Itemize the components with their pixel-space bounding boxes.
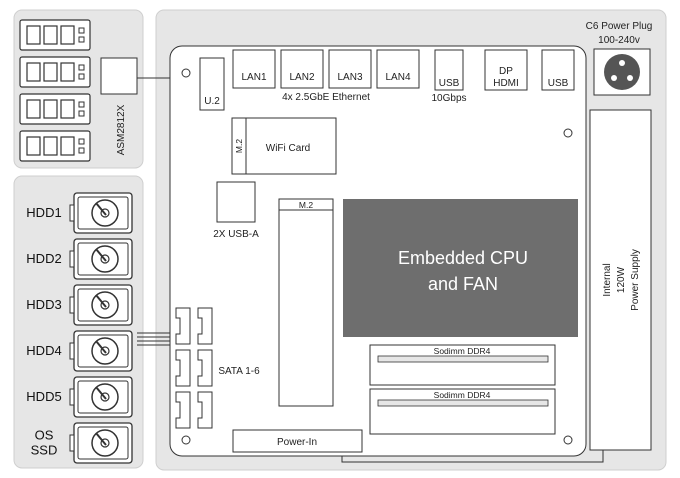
power-in-label: Power-In (277, 437, 317, 448)
hard-drive-icon (69, 238, 133, 280)
hdd-bay: HDD4 (26, 330, 133, 372)
plug-title: C6 Power Plug (586, 21, 653, 32)
hard-drive-icon (69, 284, 133, 326)
sodimm-slot-1: Sodimm DDR4 (369, 344, 556, 386)
hard-drive-icon (69, 330, 133, 372)
asm2812x-chip (100, 57, 138, 95)
usb-10gbps-caption: 10Gbps (431, 93, 466, 104)
wifi-card: M.2 WiFi Card (231, 117, 337, 175)
m2-main-slot (278, 198, 334, 407)
psu-label-line1: Internal (602, 263, 613, 296)
wifi-m2-label: M.2 (234, 139, 244, 153)
m2-ssd-stack (19, 19, 91, 162)
sata-connector (175, 349, 191, 387)
ethernet-caption: 4x 2.5GbE Ethernet (282, 92, 370, 103)
power-in-connector (232, 429, 363, 453)
hdd-bay: HDD1 (26, 192, 133, 234)
m2-ssd-section: ASM2812X (13, 9, 144, 169)
usb-port (541, 49, 575, 91)
sodimm-slot-2: Sodimm DDR4 (369, 388, 556, 435)
dp-hdmi-port (484, 49, 528, 91)
usb-a-label: 2X USB-A (213, 229, 259, 240)
mount-hole (563, 128, 573, 138)
hdd-label: HDD5 (26, 389, 61, 404)
hdd-label: HDD1 (26, 205, 61, 220)
sata-connector (197, 349, 213, 387)
m2-main-label: M.2 (299, 200, 313, 210)
hdd-bay: HDD2 (26, 238, 133, 280)
hard-drive-icon (69, 422, 133, 464)
hdd-label: HDD4 (26, 343, 61, 358)
hdd-label: SSD (31, 443, 58, 458)
wifi-m2-slot (231, 117, 247, 175)
hard-drive-icon (69, 192, 133, 234)
cpu-fan-block (343, 199, 578, 337)
hdmi-label: HDMI (493, 78, 519, 89)
lan-port: LAN2 (280, 49, 324, 89)
psu-label-line3: Power Supply (630, 249, 641, 311)
lan-port-label: LAN3 (337, 72, 362, 83)
u2-slot (199, 57, 225, 111)
m2-ssd-icon (19, 93, 91, 125)
sata-cable-bundle (137, 332, 175, 346)
cpu-label-line1: Embedded CPU (398, 248, 528, 268)
lan-port: LAN1 (232, 49, 276, 89)
mount-hole (181, 435, 191, 445)
lan-port: LAN4 (376, 49, 420, 89)
sata-connector (197, 307, 213, 345)
usb-10gbps-port (434, 49, 464, 91)
lan-port-label: LAN2 (289, 72, 314, 83)
psu-cable (341, 450, 604, 463)
sodimm-label-2: Sodimm DDR4 (434, 390, 491, 400)
hdd-bay: HDD3 (26, 284, 133, 326)
m2-ssd-icon (19, 56, 91, 88)
lan-port-label: LAN1 (241, 72, 266, 83)
hdd-label: HDD3 (26, 297, 61, 312)
internal-power-supply: Internal 120W Power Supply (589, 109, 652, 451)
sata-label: SATA 1-6 (218, 366, 260, 377)
asm2812x-label: ASM2812X (116, 104, 127, 155)
mount-hole (563, 435, 573, 445)
sata-connector (175, 307, 191, 345)
mount-hole (181, 68, 191, 78)
u2-label: U.2 (204, 96, 220, 107)
sata-connector (197, 391, 213, 429)
plug-voltage: 100-240v (598, 35, 640, 46)
dp-label: DP (499, 66, 513, 77)
usb-a-ports (216, 181, 256, 223)
usb-label: USB (548, 78, 569, 89)
lan-ports: LAN1 LAN2 LAN3 LAN4 (232, 49, 420, 89)
wifi-card-label: WiFi Card (266, 143, 310, 154)
sata-ports (175, 307, 213, 429)
cpu-label-line2: and FAN (428, 274, 498, 294)
lan-port: LAN3 (328, 49, 372, 89)
sodimm-label-1: Sodimm DDR4 (434, 346, 491, 356)
sata-connector (175, 391, 191, 429)
psu-label-line2: 120W (616, 266, 627, 293)
hdd-label: HDD2 (26, 251, 61, 266)
hdd-bay: HDD5 (26, 376, 133, 418)
lan-port-label: LAN4 (385, 72, 410, 83)
c6-power-plug: C6 Power Plug 100-240v (586, 21, 653, 96)
hard-drive-icon (69, 376, 133, 418)
hdd-label: OS (35, 428, 54, 443)
m2-ssd-icon (19, 130, 91, 162)
m2-ssd-icon (19, 19, 91, 51)
c6-socket-icon (604, 54, 640, 90)
usb-10gbps-label: USB (439, 78, 460, 89)
